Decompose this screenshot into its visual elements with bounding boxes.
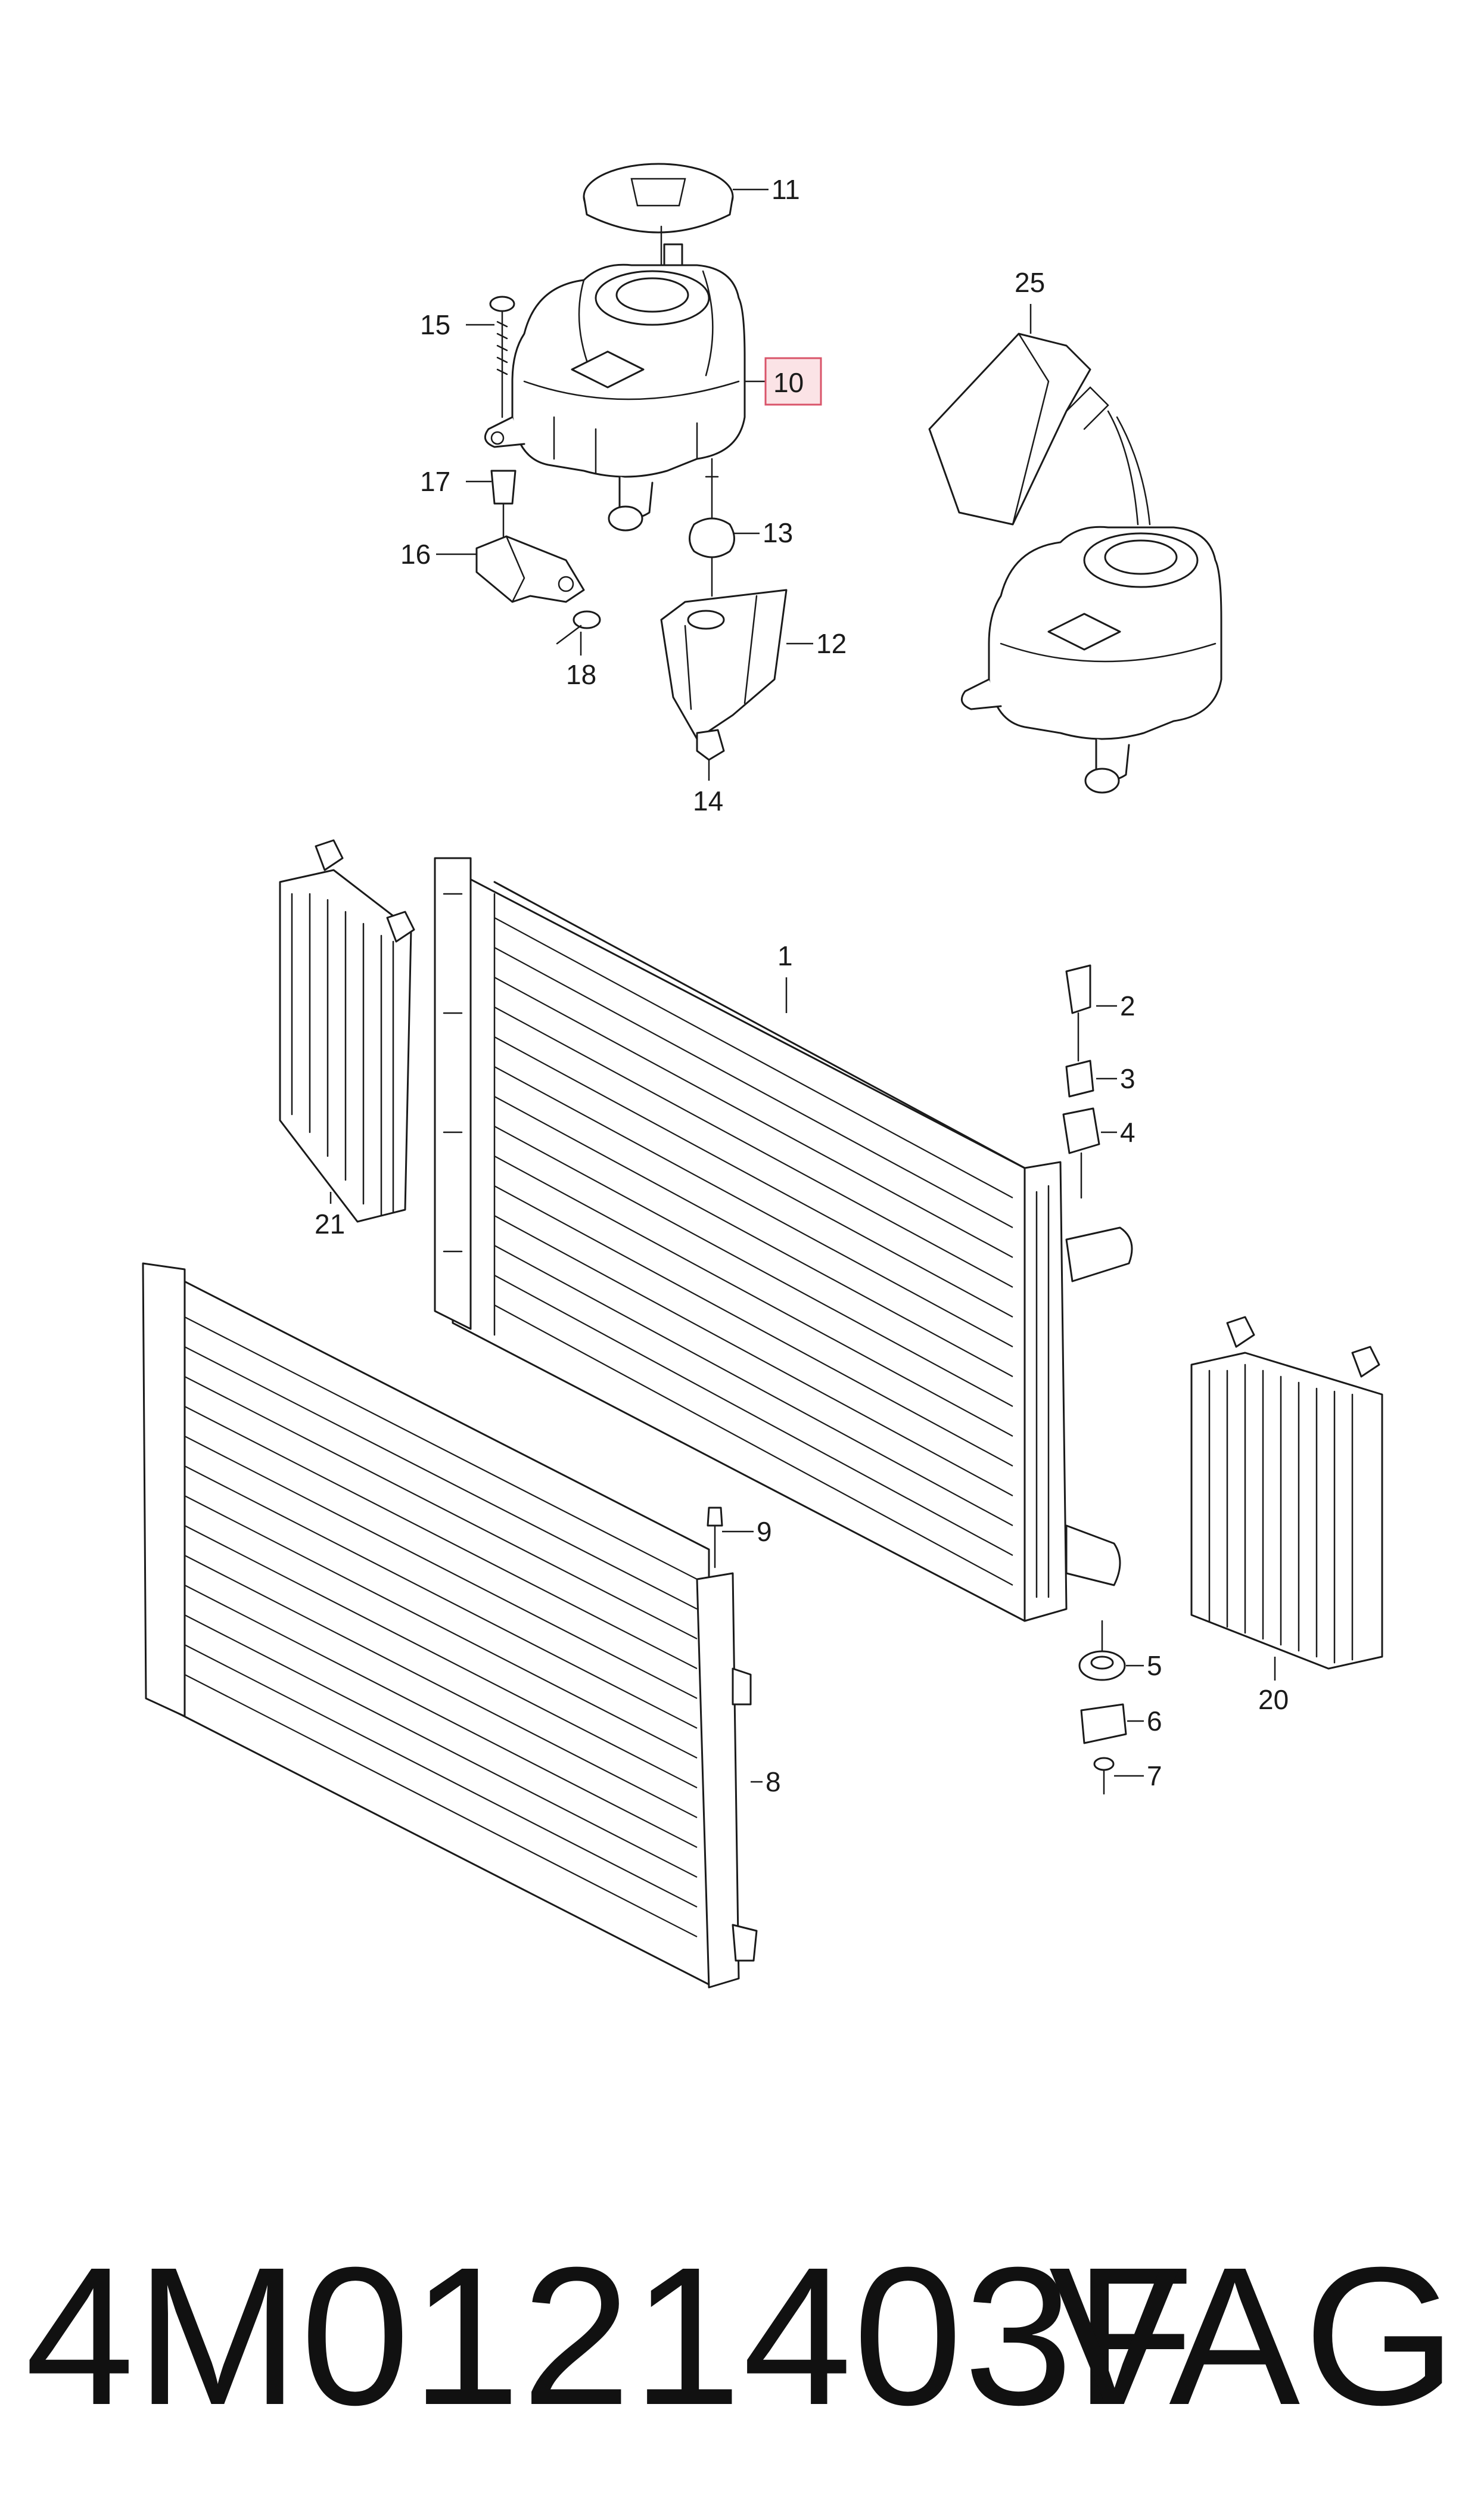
callout-21: 21 (315, 1209, 345, 1240)
callout-7: 7 (1147, 1760, 1162, 1791)
mount-6 (1080, 1703, 1127, 1744)
callout-15: 15 (420, 309, 450, 340)
callout-6: 6 (1147, 1706, 1162, 1737)
auxiliary-radiator-fins (184, 1316, 698, 1937)
callout-2: 2 (1120, 990, 1135, 1021)
callout-17: 17 (420, 466, 450, 497)
callout-13: 13 (763, 517, 793, 548)
callout-8: 8 (766, 1766, 781, 1797)
callout-14: 14 (693, 785, 723, 816)
bolt-7 (1093, 1757, 1115, 1795)
leader-lines (329, 188, 1276, 1783)
bracket-12 (660, 589, 788, 740)
footer: 4M0121403F VAG (0, 2229, 1484, 2443)
grommet-13 (689, 476, 735, 597)
callout-labels: 11 10 15 17 16 13 12 18 14 25 1 2 3 4 21… (315, 174, 1289, 1797)
bleed-screw-9 (707, 1507, 723, 1568)
callout-1: 1 (777, 940, 793, 971)
auxiliary-radiator (142, 1262, 758, 1989)
callout-20: 20 (1258, 1684, 1289, 1715)
callout-3: 3 (1120, 1063, 1135, 1094)
callout-5: 5 (1147, 1650, 1162, 1681)
auxiliary-cooler-20 (1190, 1316, 1383, 1670)
brand-label: VAG (1049, 2226, 1460, 2446)
main-radiator-fins (494, 917, 1013, 1586)
rubber-mount-4 (1062, 1107, 1100, 1199)
callout-12: 12 (816, 628, 847, 659)
clip-nut-17 (490, 470, 517, 538)
rubber-mount-5 (1078, 1620, 1126, 1681)
nut-14 (696, 729, 725, 761)
auxiliary-cooler-21 (279, 839, 415, 1223)
callout-10: 10 (773, 367, 804, 398)
callout-18: 18 (566, 659, 596, 690)
part-number: 4M0121403F (25, 2226, 1196, 2446)
bracket-16 (475, 535, 585, 603)
rubber-mount-3 (1065, 1060, 1094, 1098)
bolt-18 (556, 610, 601, 645)
main-radiator (434, 857, 1133, 1622)
callout-4: 4 (1120, 1117, 1135, 1148)
callout-11: 11 (771, 174, 800, 205)
coolant-expansion-tank (484, 163, 746, 532)
callout-16: 16 (400, 539, 431, 570)
callout-9: 9 (757, 1516, 772, 1547)
highlight-box-10 (764, 357, 822, 406)
bolt-15 (489, 296, 515, 418)
coolant-filling-illustration (928, 333, 1222, 794)
mount-pin-2 (1065, 964, 1091, 1062)
callout-25: 25 (1015, 267, 1045, 298)
